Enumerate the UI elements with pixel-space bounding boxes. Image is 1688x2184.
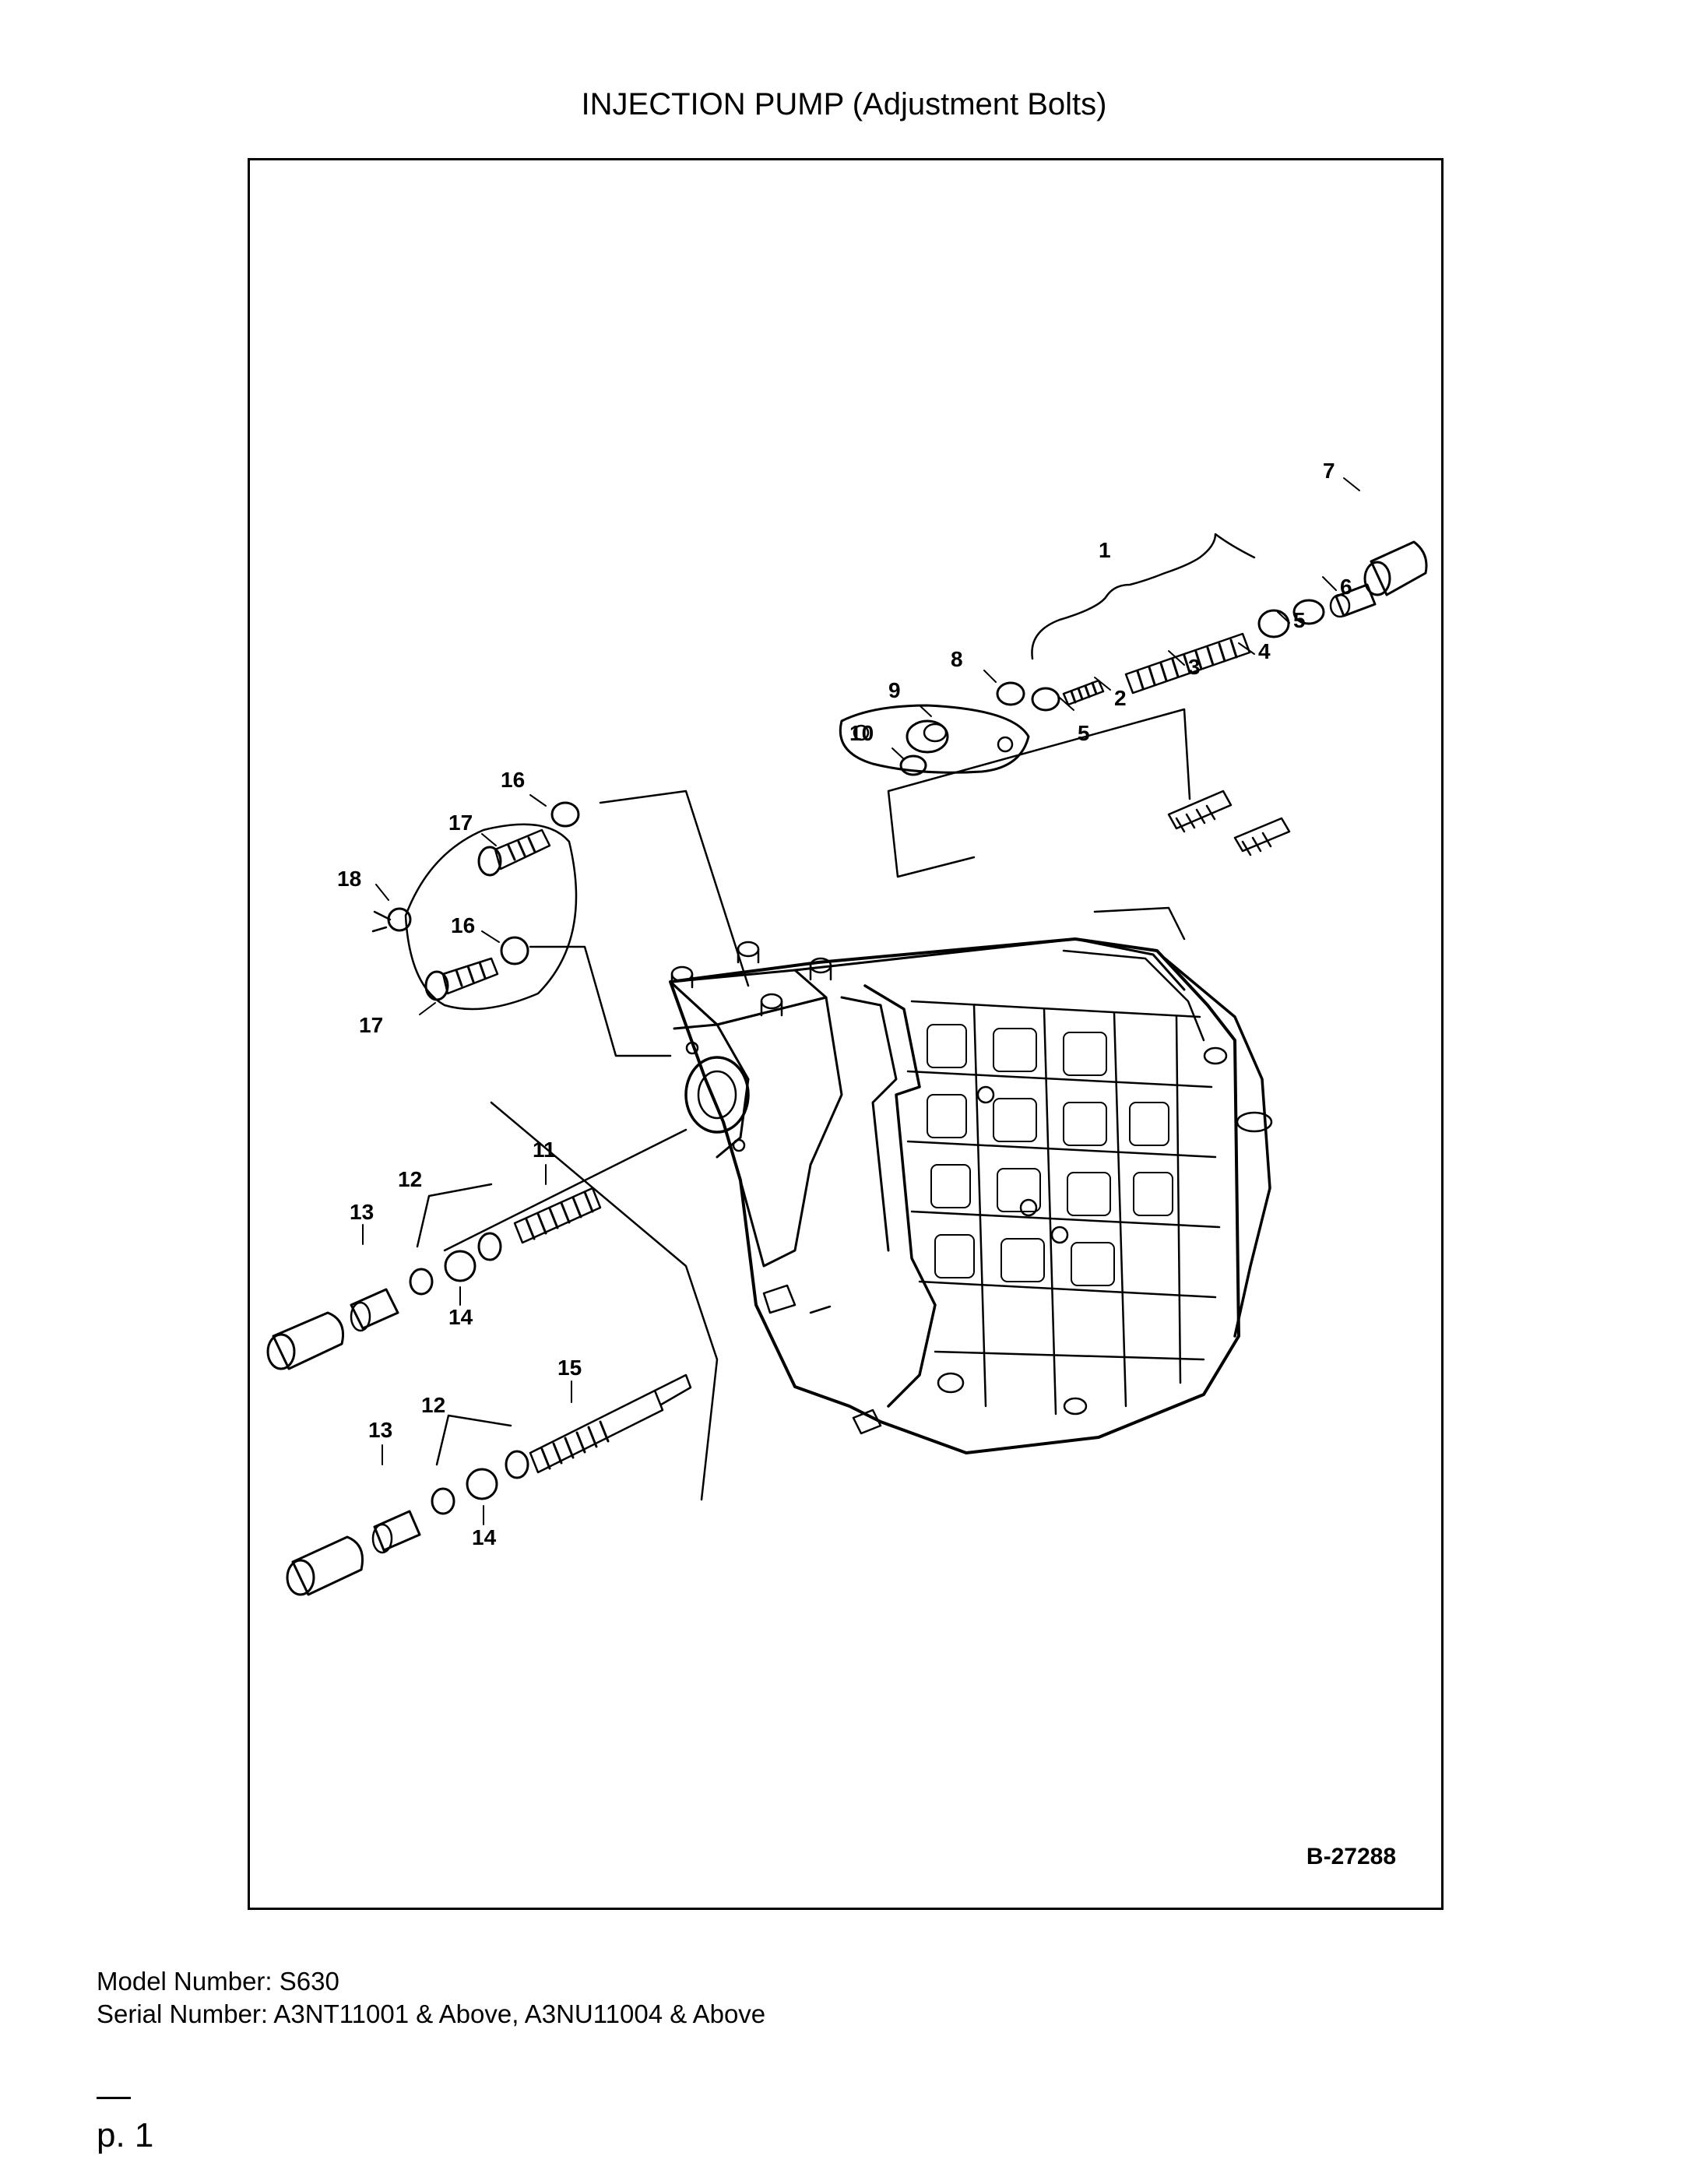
callout-16-lower: 16 [451, 913, 475, 937]
callout-17-upper: 17 [448, 811, 473, 835]
callout-3: 3 [1188, 655, 1201, 679]
injection-pump-body [669, 790, 1291, 1454]
lower-bolt-assembly [286, 1101, 719, 1596]
top-adjustment-assembly [839, 533, 1428, 878]
page-divider [97, 2097, 131, 2099]
left-cap-assembly [371, 790, 750, 1057]
middle-bolt-assembly [266, 1128, 688, 1370]
callout-18: 18 [337, 867, 361, 891]
callout-13-middle: 13 [350, 1200, 374, 1224]
callout-10: 10 [849, 721, 874, 745]
page-title: INJECTION PUMP (Adjustment Bolts) [581, 87, 1107, 121]
callout-1: 1 [1099, 538, 1111, 562]
callout-labels: 7 1 6 5 4 3 8 9 2 5 10 16 17 18 16 17 11… [337, 459, 1352, 1549]
serial-number: Serial Number: A3NT11001 & Above, A3NU11… [97, 1999, 766, 2028]
callout-leaders [362, 477, 1360, 1525]
diagram-frame: 7 1 6 5 4 3 8 9 2 5 10 16 17 18 16 17 11… [248, 158, 1444, 1910]
callout-17-lower: 17 [359, 1013, 383, 1037]
callout-8: 8 [951, 647, 963, 671]
figure-id: B-27288 [1306, 1844, 1396, 1869]
callout-15: 15 [557, 1356, 582, 1380]
callout-9: 9 [888, 678, 901, 702]
callout-11: 11 [533, 1138, 556, 1162]
callout-6: 6 [1340, 575, 1352, 599]
callout-14-middle: 14 [448, 1305, 473, 1329]
callout-12-middle: 12 [398, 1167, 422, 1191]
callout-16-upper: 16 [501, 768, 525, 792]
page-number: p. 1 [97, 2116, 154, 2154]
callout-5-upper: 5 [1293, 608, 1306, 632]
exploded-parts-diagram: 7 1 6 5 4 3 8 9 2 5 10 16 17 18 16 17 11… [266, 459, 1428, 1596]
callout-7: 7 [1323, 459, 1335, 483]
callout-4: 4 [1258, 639, 1271, 663]
callout-13-lower: 13 [368, 1418, 392, 1442]
callout-14-lower: 14 [472, 1525, 497, 1549]
callout-12-lower: 12 [421, 1393, 445, 1417]
model-number: Model Number: S630 [97, 1967, 339, 1996]
callout-5-lower: 5 [1078, 721, 1090, 745]
callout-2: 2 [1114, 686, 1127, 710]
